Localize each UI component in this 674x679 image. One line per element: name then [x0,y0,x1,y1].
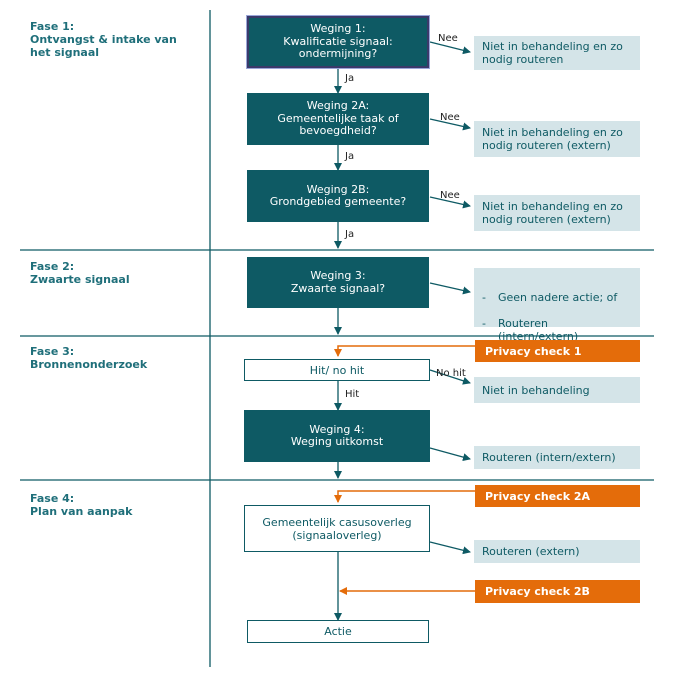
label-nee-2: Nee [440,112,460,123]
privacy-check-1: Privacy check 1 [475,340,640,362]
arrow-w3-out [429,282,471,295]
node-hit-no-hit[interactable]: Hit/ no hit [244,359,430,381]
arrow-pc1 [334,345,475,357]
label-ja-3: Ja [345,229,355,240]
label-nee-1: Nee [438,33,458,44]
label-hit: Hit [345,389,360,400]
phase-4-label: Fase 4: Plan van aanpak [30,492,133,518]
label-ja-2: Ja [345,151,355,162]
outcome-box-2a: Niet in behandeling en zo nodig routeren… [474,121,640,157]
phase-dividers [20,10,654,667]
node-weging-1[interactable]: Weging 1: Kwalificatie signaal: ondermij… [247,16,429,68]
arrow-pc2a [334,490,475,503]
arrow-hit-no [429,369,471,385]
arrow-w2b-no [429,196,471,209]
phase-2-label: Fase 2: Zwaarte signaal [30,260,130,286]
outcome-box-2b: Niet in behandeling en zo nodig routeren… [474,195,640,231]
privacy-check-2b: Privacy check 2B [475,580,640,603]
outcome-3-item-2: -Routeren (intern/extern) [482,317,579,343]
arrow-w4-out [429,447,471,462]
outcome-box-1: Niet in behandeling en zo nodig routeren [474,36,640,70]
outcome-box-hit: Niet in behandeling [474,377,640,403]
label-nee-3: Nee [440,190,460,201]
phase-1-label: Fase 1: Ontvangst & intake van het signa… [30,20,177,59]
node-weging-4[interactable]: Weging 4: Weging uitkomst [244,410,430,462]
arrow-w2a-no [429,118,471,131]
outcome-box-3: -Geen nadere actie; of -Routeren (intern… [474,268,640,343]
label-ja-1: Ja [345,73,355,84]
arrow-w1-no [429,41,471,55]
node-weging-2b[interactable]: Weging 2B: Grondgebied gemeente? [247,170,429,222]
node-weging-2a[interactable]: Weging 2A: Gemeentelijke taak of bevoegd… [247,93,429,145]
arrow-casus-out [429,541,471,555]
node-casusoverleg[interactable]: Gemeentelijk casusoverleg (signaaloverle… [244,505,430,552]
outcome-box-5: Routeren (extern) [474,540,640,563]
label-no-hit: No hit [436,368,466,379]
outcome-3-item-1: -Geen nadere actie; of [482,291,618,304]
node-actie[interactable]: Actie [247,620,429,643]
outcome-box-4: Routeren (intern/extern) [474,446,640,469]
node-weging-3[interactable]: Weging 3: Zwaarte signaal? [247,257,429,308]
phase-3-label: Fase 3: Bronnenonderzoek [30,345,148,371]
privacy-check-2a: Privacy check 2A [475,485,640,507]
